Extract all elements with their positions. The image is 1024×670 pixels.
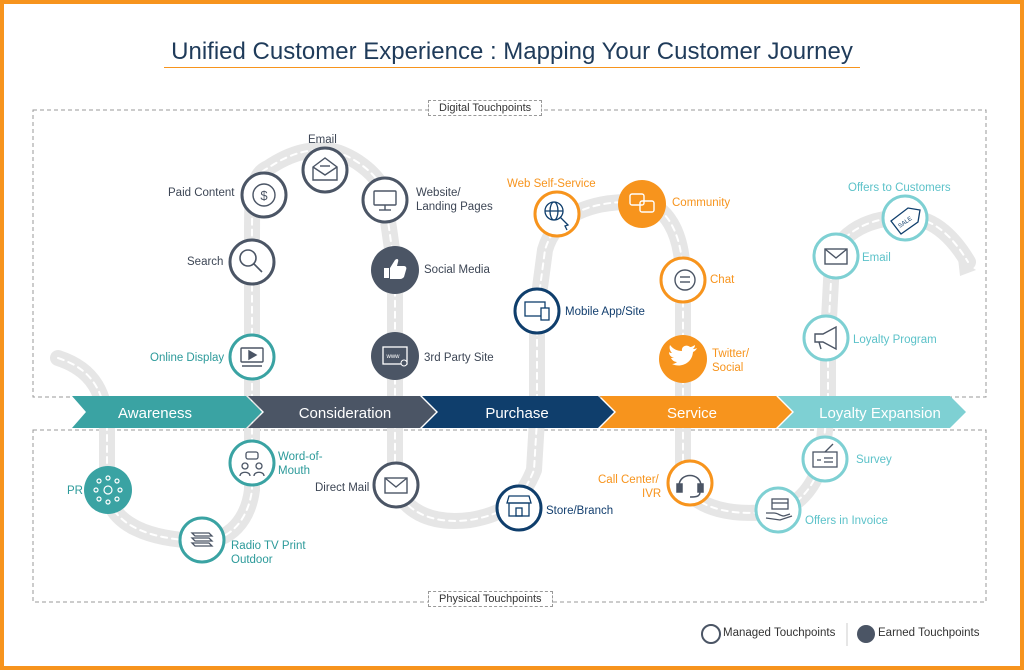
physical-touchpoints-label: Physical Touchpoints: [428, 591, 553, 607]
label-social: Social: [712, 362, 744, 374]
stage-purchase: [422, 396, 614, 428]
devices-icon: [524, 301, 550, 321]
label-online-display: Online Display: [150, 352, 225, 364]
monitor-icon: [373, 190, 397, 211]
label-paid-content: Paid Content: [168, 187, 235, 199]
node-radio-tv: [178, 516, 226, 564]
label-call-center: Call Center/: [598, 474, 659, 486]
label-web-self-service: Web Self-Service: [507, 178, 596, 190]
label-direct-mail: Direct Mail: [315, 482, 370, 494]
stage-label-loyalty: Loyalty Expansion: [819, 405, 941, 422]
stage-label-awareness: Awareness: [118, 405, 192, 422]
label-ivr: IVR: [642, 488, 662, 500]
node-search: [228, 238, 276, 286]
chat-bubbles-icon: [629, 193, 655, 213]
stacked-media-icon: [190, 532, 214, 547]
node-email-top: [301, 146, 349, 194]
stage-label-purchase: Purchase: [485, 405, 548, 422]
legend-earned-circle: [857, 625, 875, 643]
label-third-party: 3rd Party Site: [424, 352, 494, 364]
twitter-bird-icon: [669, 345, 697, 366]
node-website: [361, 176, 409, 224]
storefront-icon: [506, 495, 532, 517]
node-chat: [659, 256, 707, 304]
stage-bar: Awareness Consideration Purchase Service…: [72, 396, 966, 428]
node-community: [618, 180, 666, 228]
label-mobile-app: Mobile App/Site: [565, 306, 645, 318]
node-mobile-app: [513, 287, 561, 335]
label-landing-pages: Landing Pages: [416, 201, 493, 213]
stage-consideration: [248, 396, 436, 428]
envelope-icon: [384, 477, 408, 494]
journey-arrow-tip: [958, 258, 976, 276]
node-twitter: [659, 335, 707, 383]
page-title: Unified Customer Experience : Mapping Yo…: [171, 38, 853, 65]
node-word-of-mouth: [228, 439, 276, 487]
node-survey: [801, 435, 849, 483]
label-offers-to-customers: Offers to Customers: [848, 182, 951, 194]
svg-text:$: $: [260, 188, 268, 203]
node-third-party: www: [371, 332, 419, 380]
label-community: Community: [672, 197, 731, 209]
node-pr: [84, 466, 132, 514]
label-pr: PR: [67, 485, 83, 497]
node-web-self-service: [533, 190, 581, 238]
label-radio-tv: Radio TV Print: [231, 540, 306, 552]
stage-label-service: Service: [667, 405, 717, 422]
node-email-loyalty: [812, 232, 860, 280]
node-paid-content: $: [240, 171, 288, 219]
label-offers-in-invoice: Offers in Invoice: [805, 515, 888, 527]
label-mouth: Mouth: [278, 465, 310, 477]
label-store-branch: Store/Branch: [546, 505, 614, 517]
label-survey: Survey: [856, 454, 892, 466]
label-social-media: Social Media: [424, 264, 490, 276]
node-offers-in-invoice: [754, 486, 802, 534]
network-hub-icon: [93, 475, 123, 505]
label-twitter: Twitter/: [712, 348, 750, 360]
label-email-top: Email: [308, 134, 337, 146]
physical-zone-box: [32, 429, 987, 603]
envelope-icon: [824, 248, 848, 265]
title-underline: [164, 67, 860, 68]
label-website: Website/: [416, 187, 461, 199]
node-store-branch: [495, 484, 543, 532]
node-loyalty-program: [802, 314, 850, 362]
stage-label-consideration: Consideration: [299, 405, 392, 422]
magnifier-icon: [239, 249, 263, 273]
stage-service: [600, 396, 792, 428]
node-direct-mail: [372, 461, 420, 509]
legend-managed-circle: [701, 624, 721, 644]
node-social-media: [371, 246, 419, 294]
digital-touchpoints-label: Digital Touchpoints: [428, 100, 543, 116]
label-chat: Chat: [710, 274, 735, 286]
dollar-icon: $: [252, 183, 276, 207]
www-browser-icon: www: [382, 346, 408, 367]
node-offers-to-customers: SALE: [881, 194, 929, 242]
stage-awareness: [72, 396, 262, 428]
www-badge-text: www: [386, 354, 401, 360]
survey-card-icon: [812, 443, 838, 468]
video-player-icon: [240, 347, 264, 367]
headset-icon: [676, 474, 704, 498]
stage-loyalty: [778, 396, 966, 428]
megaphone-icon: [814, 325, 837, 351]
globe-cursor-icon: [544, 201, 570, 231]
legend-earned-label: Earned Touchpoints: [878, 627, 980, 639]
label-search: Search: [187, 256, 224, 268]
label-word-of: Word-of-: [278, 451, 323, 463]
node-online-display: [228, 333, 276, 381]
label-outdoor: Outdoor: [231, 554, 273, 566]
thumbs-up-icon: [384, 258, 407, 279]
people-talking-icon: [239, 451, 265, 477]
label-loyalty-program: Loyalty Program: [853, 334, 937, 346]
label-email-loyalty: Email: [862, 252, 891, 264]
email-open-icon: [312, 157, 338, 181]
hand-card-icon: [765, 498, 793, 521]
speech-bubble-icon: [674, 269, 696, 291]
node-call-center: [666, 459, 714, 507]
legend-managed-label: Managed Touchpoints: [723, 627, 836, 639]
